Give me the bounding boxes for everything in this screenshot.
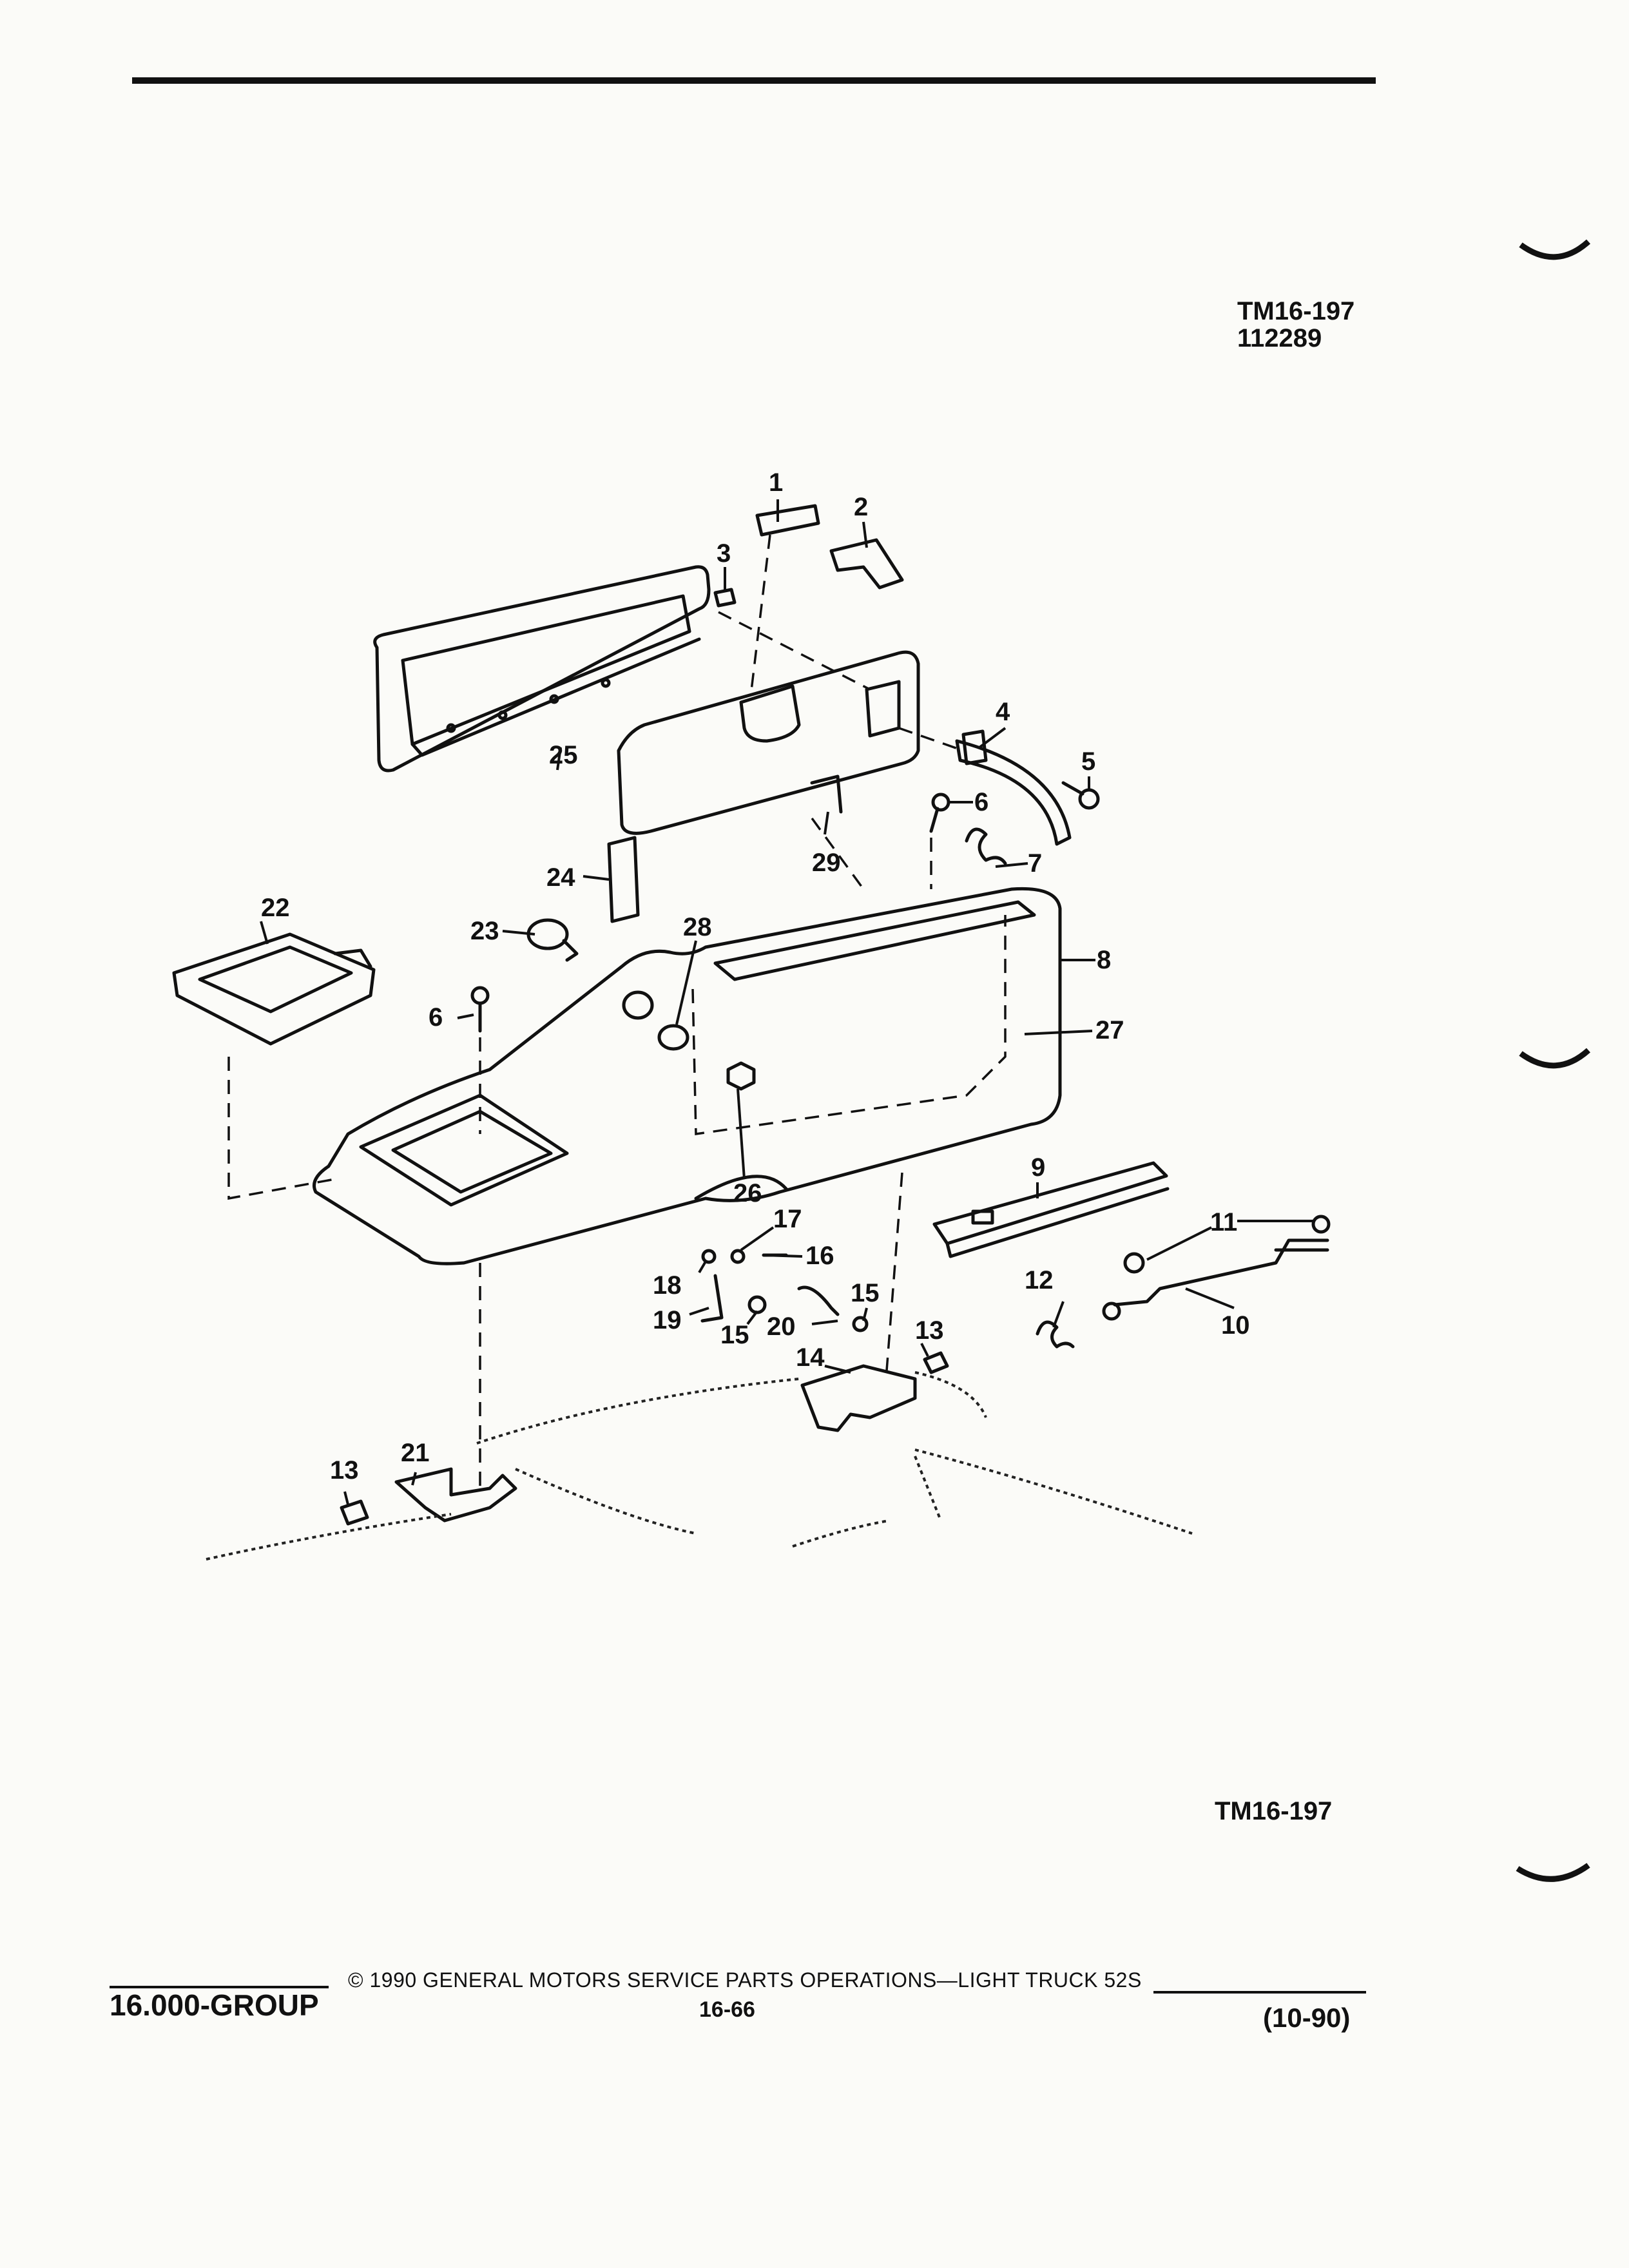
callout-11: 11	[1210, 1208, 1237, 1236]
callout-18: 18	[653, 1271, 682, 1300]
callout-12: 12	[1025, 1266, 1054, 1294]
tray-part-22	[172, 932, 376, 1046]
spring-part-12	[1036, 1320, 1075, 1349]
bolt-part-5	[1061, 781, 1100, 810]
plug-part-28	[622, 990, 689, 1051]
clip-part-1	[755, 504, 820, 537]
latch-part-2	[829, 538, 904, 590]
grommet-part-23	[526, 918, 579, 962]
callout-16: 16	[805, 1242, 834, 1270]
screw-part-6-lower	[470, 986, 490, 1033]
bracket-part-21	[394, 1467, 517, 1523]
binder-mark-top	[1519, 239, 1591, 260]
callout-22: 22	[261, 894, 290, 922]
callout-5: 5	[1081, 747, 1095, 776]
floor-outline	[206, 1513, 452, 1561]
callout-26: 26	[733, 1179, 762, 1207]
callout-23: 23	[470, 917, 499, 945]
callout-21: 21	[401, 1439, 430, 1467]
callout-24: 24	[546, 863, 575, 892]
spring-part-7	[965, 827, 1007, 865]
callout-17: 17	[773, 1205, 802, 1233]
footer-page-number: 16-66	[699, 1997, 755, 2022]
console-body-part-8-27	[313, 887, 1062, 1265]
footer-group-rule	[110, 1986, 329, 1988]
callout-19: 19	[653, 1306, 682, 1334]
screw-part-3	[713, 588, 737, 608]
callout-8: 8	[1097, 946, 1111, 974]
rod-part-10	[1102, 1238, 1329, 1321]
screw-part-6-upper	[929, 793, 950, 833]
top-rule	[132, 77, 1376, 84]
binder-mark-middle	[1519, 1048, 1591, 1069]
callout-6-lower: 6	[429, 1003, 443, 1032]
callout-15-right: 15	[851, 1279, 880, 1307]
footer-group-label: 16.000-GROUP	[110, 1988, 319, 2022]
figure-code-top: TM16-197	[1237, 297, 1355, 325]
lid-panel-part-24	[607, 650, 920, 923]
callout-1: 1	[769, 468, 783, 497]
lid-pad-part-25	[373, 565, 711, 773]
figure-code-bottom: TM16-197	[1215, 1797, 1333, 1825]
callout-4: 4	[996, 698, 1010, 726]
nut-part-26	[726, 1061, 756, 1091]
rail-part-9	[932, 1161, 1170, 1258]
callout-6-upper: 6	[974, 788, 988, 816]
clip-part-13-left	[340, 1499, 369, 1526]
callout-14: 14	[796, 1343, 825, 1372]
callout-9: 9	[1031, 1153, 1045, 1182]
callout-7: 7	[1028, 849, 1042, 878]
callout-2: 2	[854, 493, 868, 521]
callout-15-left: 15	[720, 1321, 749, 1349]
bracket-part-14	[800, 1364, 917, 1432]
figure-date-code: 112289	[1237, 324, 1322, 352]
clip-part-13-right	[923, 1351, 949, 1374]
callout-10: 10	[1221, 1311, 1250, 1340]
callout-3: 3	[717, 539, 731, 568]
clip-part-11	[1123, 1215, 1331, 1274]
hinge-strap-part-4	[955, 729, 1072, 846]
callout-27: 27	[1095, 1016, 1124, 1044]
callout-29: 29	[812, 849, 841, 877]
callout-28: 28	[683, 913, 712, 941]
callout-20: 20	[767, 1312, 796, 1341]
footer-revision: (10-90)	[1263, 2003, 1351, 2033]
binder-mark-bottom	[1516, 1863, 1590, 1882]
callout-25: 25	[549, 741, 578, 769]
callout-13-left: 13	[330, 1456, 359, 1485]
callout-13-right: 13	[915, 1316, 944, 1345]
footer-copyright-rule	[1153, 1991, 1366, 1994]
footer-copyright: © 1990 GENERAL MOTORS SERVICE PARTS OPER…	[348, 1968, 1142, 1992]
